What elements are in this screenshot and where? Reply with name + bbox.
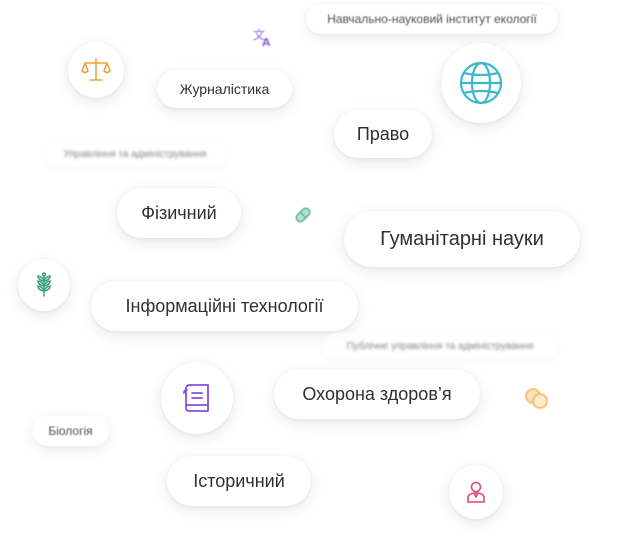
- tag-physical[interactable]: Фізичний: [117, 188, 241, 238]
- tag-label: Охорона здоров’я: [302, 383, 452, 404]
- tag-public-management[interactable]: Публічне управління та адміністрування: [322, 333, 558, 359]
- coins-icon: [524, 387, 550, 411]
- tag-label: Право: [356, 123, 410, 144]
- tag-label: Навчально-науковий інститут екології: [327, 12, 537, 26]
- translate-icon: 文 A: [251, 26, 275, 48]
- tag-label: Історичний: [193, 470, 285, 491]
- tag-management[interactable]: Управління та адміністрування: [44, 141, 226, 167]
- person-icon: [465, 480, 487, 504]
- tag-label: Біологія: [48, 424, 93, 438]
- tag-law[interactable]: Право: [334, 110, 432, 158]
- scroll-icon-button[interactable]: [161, 362, 233, 434]
- svg-text:文: 文: [253, 27, 265, 42]
- svg-text:A: A: [262, 36, 271, 48]
- wheat-icon-button[interactable]: [18, 259, 70, 311]
- globe-icon: [458, 60, 504, 106]
- tag-eco-institute[interactable]: Навчально-науковий інститут екології: [306, 4, 558, 34]
- scroll-icon: [180, 381, 214, 415]
- globe-icon-button[interactable]: [441, 43, 521, 123]
- scales-icon: [81, 56, 111, 84]
- tag-humanities[interactable]: Гуманітарні науки: [344, 211, 580, 267]
- tag-label: Журналістика: [179, 81, 270, 97]
- tag-it[interactable]: Інформаційні технології: [91, 281, 358, 331]
- wheat-icon: [33, 272, 55, 298]
- tag-label: Фізичний: [141, 202, 217, 223]
- tag-label: Публічне управління та адміністрування: [346, 340, 534, 352]
- scales-icon-button[interactable]: [68, 42, 124, 98]
- tag-historical[interactable]: Історичний: [167, 456, 311, 506]
- tag-label: Інформаційні технології: [125, 295, 324, 316]
- tag-health[interactable]: Охорона здоров’я: [274, 369, 480, 419]
- tag-biology[interactable]: Біологія: [32, 416, 109, 446]
- tag-label: Управління та адміністрування: [63, 148, 207, 160]
- person-icon-button[interactable]: [449, 465, 503, 519]
- tag-journalism[interactable]: Журналістика: [157, 70, 292, 108]
- tag-label: Гуманітарні науки: [380, 227, 544, 250]
- pill-icon: [293, 205, 313, 225]
